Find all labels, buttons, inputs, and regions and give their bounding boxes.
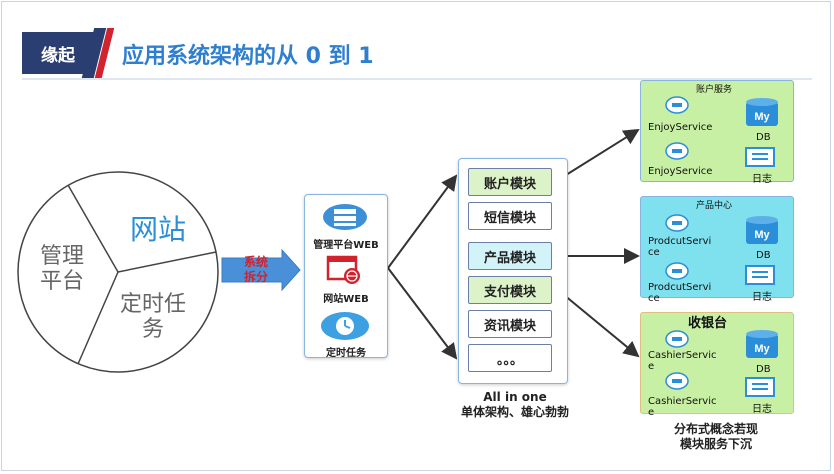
- service-db-label: DB: [756, 250, 771, 261]
- app-label-web: 网站WEB: [323, 294, 369, 305]
- app-label-manage: 管理平台WEB: [313, 240, 379, 251]
- service-log-label: 日志: [752, 404, 772, 415]
- service-instance-label: EnjoyService: [648, 166, 713, 177]
- cloud-clock-icon: [321, 312, 369, 340]
- arrow-payment-to-service: [557, 289, 640, 358]
- service-db-label: DB: [756, 364, 771, 375]
- pie-divider-1: [67, 184, 119, 273]
- module-sms: 短信模块: [468, 202, 552, 230]
- service-instance-icon: [665, 214, 689, 232]
- service-instance-label: EnjoyService: [648, 122, 713, 133]
- service-instance-label: ProdcutServi ce: [648, 282, 712, 304]
- split-arrow-line1: 系统: [243, 255, 268, 269]
- service-title-cashier: 收银台: [688, 316, 728, 331]
- log-file-icon: [745, 265, 775, 285]
- service-instance-icon: [665, 330, 689, 348]
- service-instance-label: CashierServic e: [648, 350, 717, 372]
- db-icon-text: My: [754, 111, 770, 123]
- arrow-account-to-service: [557, 128, 640, 181]
- module-product: 产品模块: [468, 242, 552, 270]
- pie-slice-manage: 管理平台: [39, 244, 84, 295]
- monolith-caption: All in one 单体架构、雄心勃勃: [440, 390, 590, 420]
- service-instance-label: ProdcutServi ce: [648, 236, 712, 258]
- pie-divider-2: [117, 251, 217, 273]
- service-instance-icon: [665, 96, 689, 114]
- arrow-apps-to-bottom: [387, 267, 458, 360]
- section-badge: 缘起: [22, 32, 94, 74]
- slide-title: 应用系统架构的从 0 到 1: [122, 44, 374, 69]
- cloud-server-icon: [323, 204, 367, 230]
- service-log-label: 日志: [752, 292, 772, 303]
- db-icon-text: My: [754, 229, 770, 241]
- distributed-caption-line1: 分布式概念若现: [673, 422, 758, 436]
- service-instance-icon: [665, 262, 689, 280]
- service-instance-label: CashierServic e: [648, 396, 717, 418]
- app-label-timer: 定时任务: [326, 348, 366, 359]
- pie-divider-3: [77, 271, 119, 365]
- module-account: 账户模块: [468, 168, 552, 196]
- service-title-account: 账户服务: [696, 85, 733, 95]
- log-file-icon: [745, 147, 775, 167]
- log-file-icon: [745, 377, 775, 397]
- database-icon: My: [746, 216, 778, 244]
- arrow-apps-to-top: [387, 174, 458, 269]
- distributed-caption-line2: 模块服务下沉: [679, 437, 752, 451]
- monolith-caption-line2: 单体架构、雄心勃勃: [460, 405, 569, 419]
- pie-slice-timer: 定时任务: [120, 292, 187, 343]
- module-more: 。。。: [468, 344, 552, 372]
- service-instance-icon: [665, 142, 689, 160]
- database-icon: My: [746, 330, 778, 358]
- distributed-caption: 分布式概念若现 模块服务下沉: [636, 422, 796, 452]
- service-instance-icon: [665, 372, 689, 390]
- header-divider: [22, 78, 812, 80]
- service-log-label: 日志: [752, 174, 772, 185]
- module-news: 资讯模块: [468, 310, 552, 338]
- service-title-product: 产品中心: [696, 201, 733, 211]
- pie-slice-web: 网站: [129, 213, 186, 246]
- database-icon: My: [746, 98, 778, 126]
- split-arrow-line2: 拆分: [243, 270, 268, 284]
- monolith-caption-line1: All in one: [483, 390, 547, 404]
- service-db-label: DB: [756, 132, 771, 143]
- db-icon-text: My: [754, 343, 770, 355]
- web-browser-icon: [326, 255, 360, 284]
- module-payment: 支付模块: [468, 276, 552, 304]
- split-arrow-label: 系统 拆分: [236, 255, 276, 285]
- split-arrow: [221, 248, 301, 292]
